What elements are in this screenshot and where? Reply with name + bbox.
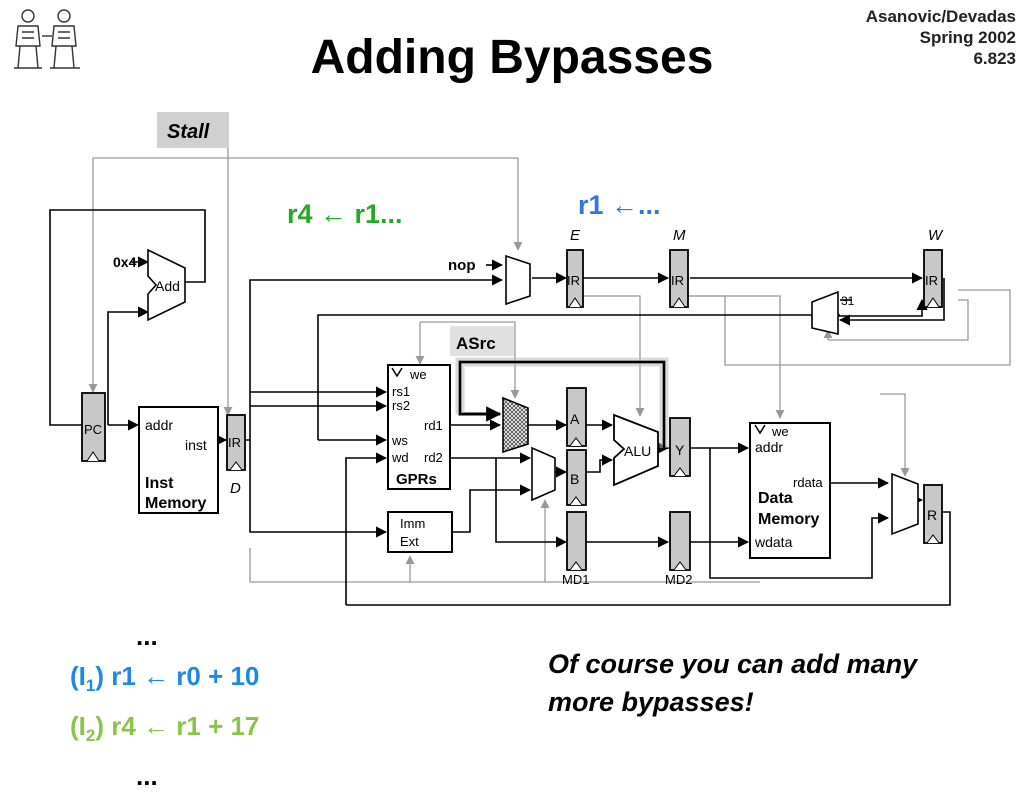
stage-e-label: E [570,227,581,244]
inst-mem-addr-label: addr [145,417,173,433]
i1-prefix: (I [70,661,86,691]
credit-course: 6.823 [973,49,1016,68]
data-mem-we-label: we [771,424,789,439]
bypass-mux [502,396,529,454]
b-input-mux [531,446,556,502]
const-31-label: 31 [841,294,855,308]
bypass-note: Of course you can add many more bypasses… [548,645,917,721]
data-memory [749,422,831,559]
i1-text: ) r1 ← r0 + 10 [95,661,260,691]
nop-label: nop [448,257,476,274]
i2-subscript: 2 [85,726,96,746]
b-register-label: B [570,471,579,487]
alu [613,413,659,487]
gprs-name: GPRs [396,471,437,488]
imm-ext-block [387,511,453,553]
data-mem-wdata-label: wdata [754,534,793,550]
data-mem-addr-label: addr [755,439,783,455]
adder [147,248,186,322]
note-line-2: more bypasses! [548,687,754,717]
i2-prefix: (I [70,711,86,742]
ir-memory-label: IR [671,273,684,288]
slide-title: Adding Bypasses [310,31,714,84]
a-register-label: A [570,411,580,427]
i2-text: ) r4 ← r1 + 17 [95,711,260,742]
asrc-label-box [450,326,514,356]
gprs-rd1-label: rd1 [424,418,443,433]
instruction-i1: (I1) r1 ← r0 + 10 [70,656,259,706]
slide-credits: Asanovic/Devadas Spring 2002 6.823 [866,6,1016,69]
instruction-listing: ... (I1) r1 ← r0 + 10 (I2) r4 ← r1 + 17 … [70,616,259,796]
nop-mux [505,254,531,306]
inst-mem-name2: Memory [145,495,206,512]
md1-register [566,511,587,571]
imm-ext-line2: Ext [400,534,419,549]
gprs-rd2-label: rd2 [424,450,443,465]
i1-subscript: 1 [85,676,96,696]
stall-label-box [157,112,229,148]
asrc-label: ASrc [456,334,496,353]
annotation-green: r4 ← r1... [287,199,403,229]
pc-label: PC [84,422,102,437]
data-mem-rdata-label: rdata [793,475,823,490]
alu-label: ALU [624,443,651,459]
gprs-wd-label: wd [391,450,409,465]
stage-m-label: M [673,227,686,244]
const-4-label: 0x4 [113,254,137,270]
gprs-rs2-label: rs2 [392,398,410,413]
note-line-1: Of course you can add many [548,649,918,679]
pipeline-diagram: Stall r4 ← r1... r1 ←... E M W D nop 0x4… [49,112,1011,606]
ir-writeback-label: IR [925,273,938,288]
ir-execute-label: IR [567,273,580,288]
inst-memory [138,406,219,514]
stall-label: Stall [167,121,210,143]
data-mem-name1: Data [758,490,793,507]
instruction-i2: (I2) r4 ← r1 + 17 [70,706,259,756]
stage-d-label: D [230,480,241,497]
r-register-label: R [927,507,937,523]
gprs-ws-label: ws [391,433,408,448]
listing-dots-bottom: ... [136,761,158,792]
md1-label: MD1 [562,572,589,587]
data-mem-name2: Memory [758,511,819,528]
gprs-we-label: we [409,367,427,382]
gprs-rs1-label: rs1 [392,384,410,399]
inst-mem-name1: Inst [145,475,174,492]
ir-decode-label: IR [228,435,241,450]
credit-term: Spring 2002 [919,28,1016,47]
stage-w-label: W [928,227,944,244]
annotation-blue: r1 ←... [578,190,661,220]
gprs-block [387,364,451,490]
dest-mux [811,290,839,336]
mit-logo-icon [14,9,80,69]
y-register-label: Y [675,442,685,458]
adder-label: Add [155,278,180,294]
md2-label: MD2 [665,572,692,587]
listing-dots-top: ... [136,621,158,651]
inst-mem-inst-label: inst [185,437,207,453]
credit-authors: Asanovic/Devadas [865,7,1016,26]
writeback-mux [891,472,919,536]
imm-ext-line1: Imm [400,516,425,531]
